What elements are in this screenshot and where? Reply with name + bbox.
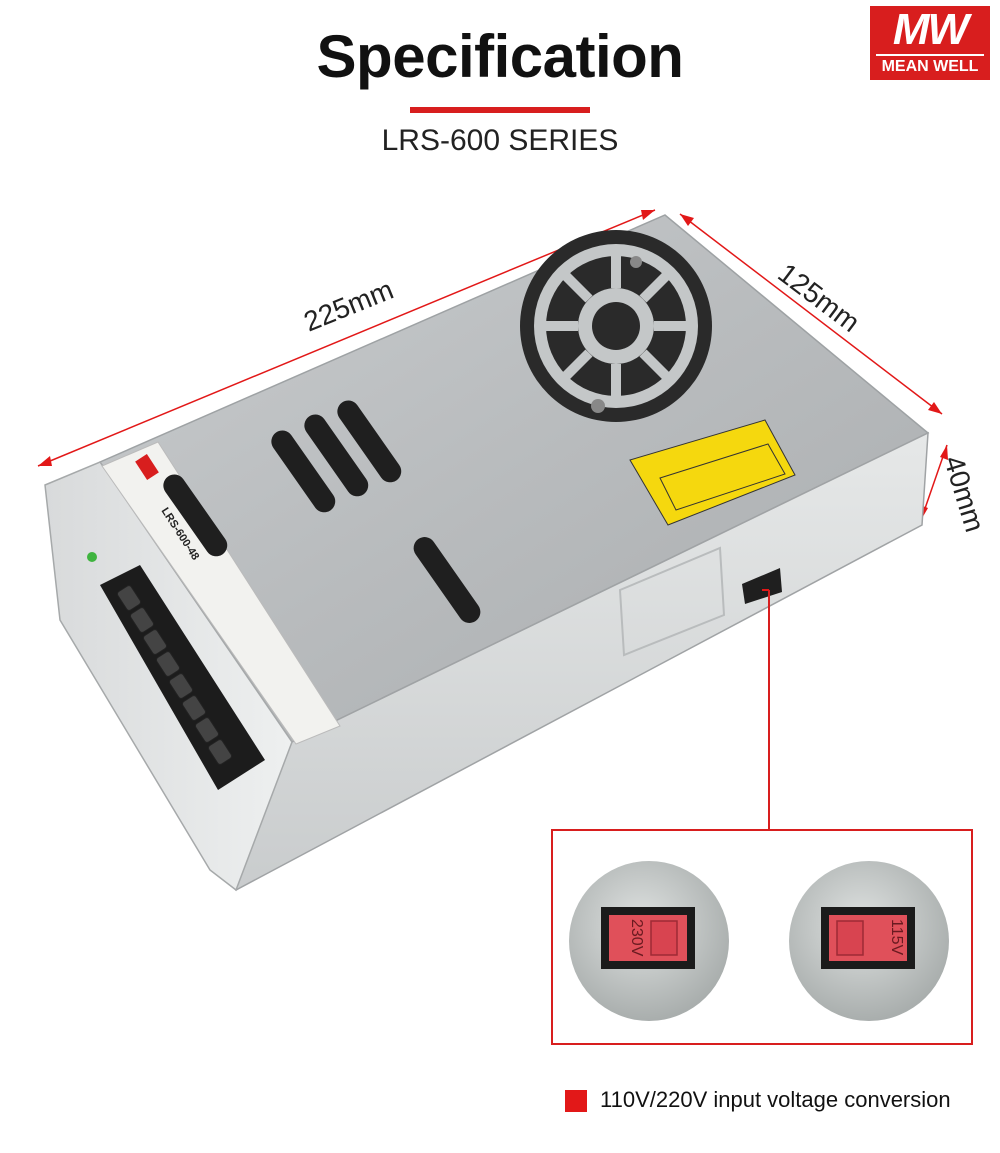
switch-detail-inset: 230V 115V: [551, 829, 973, 1045]
logo-name: MEAN WELL: [876, 54, 984, 76]
title-underline: [410, 107, 590, 113]
mean-well-logo: MW MEAN WELL: [870, 6, 990, 80]
switch-closeups: [569, 861, 949, 1021]
legend-swatch: [565, 1090, 587, 1112]
warning-sticker: [629, 419, 796, 526]
logo-mark: MW: [892, 5, 969, 54]
vent-slots: [163, 400, 481, 623]
callout-line: [768, 590, 770, 830]
series-subtitle: LRS-600 SERIES: [381, 124, 619, 157]
page-title: Specification: [316, 23, 684, 90]
switch-label-230v: 230V: [628, 919, 645, 957]
terminal-block: [87, 552, 265, 790]
fan-grille: [520, 230, 712, 422]
legend-text: 110V/220V input voltage conversion: [600, 1087, 951, 1112]
switch-label-115v: 115V: [888, 919, 905, 956]
